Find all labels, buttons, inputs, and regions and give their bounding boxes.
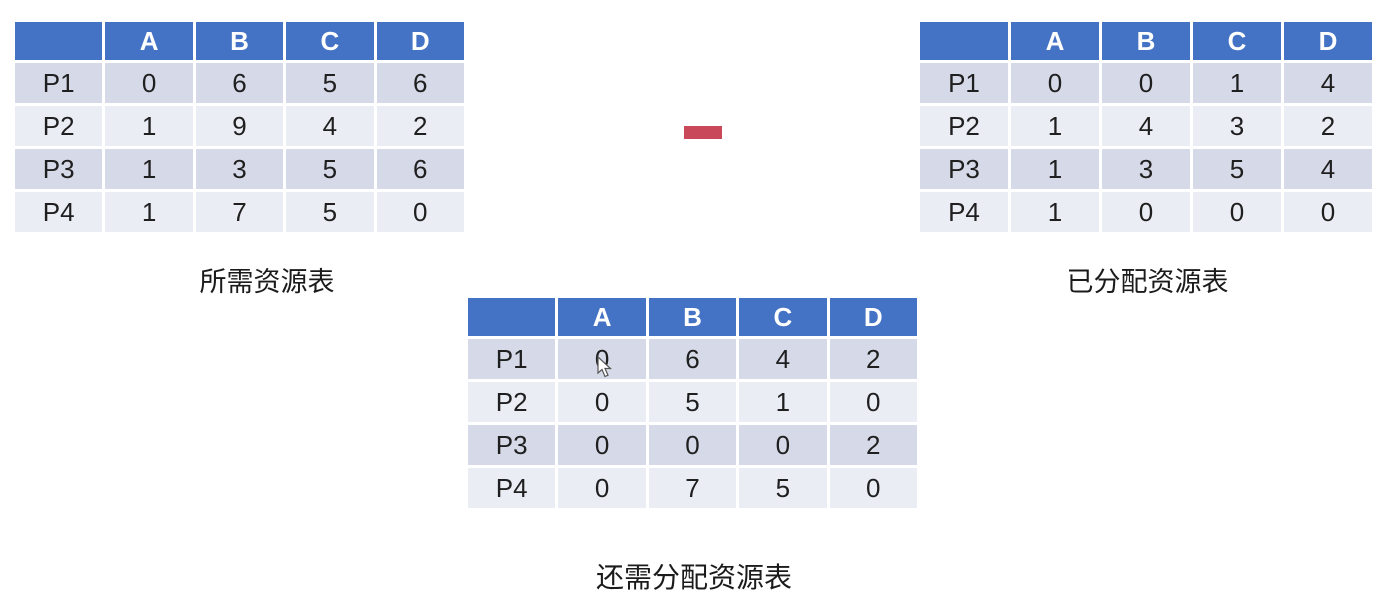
value-cell: 0 — [558, 425, 646, 465]
value-cell: 0 — [739, 425, 827, 465]
value-cell: 1 — [739, 382, 827, 422]
value-cell: 3 — [1193, 106, 1281, 146]
value-cell: 5 — [1193, 149, 1281, 189]
column-header-d: D — [829, 298, 917, 336]
row-label: P2 — [920, 106, 1008, 146]
row-label: P3 — [920, 149, 1008, 189]
value-cell: 0 — [829, 468, 917, 508]
column-header-b: B — [195, 22, 284, 60]
value-cell: 2 — [829, 339, 917, 379]
row-label: P2 — [15, 106, 103, 146]
value-cell: 5 — [739, 468, 827, 508]
value-cell: 0 — [558, 382, 646, 422]
value-cell: 1 — [105, 149, 193, 189]
row-label: P4 — [468, 468, 556, 508]
value-cell: 5 — [286, 149, 374, 189]
row-label: P1 — [920, 63, 1008, 103]
column-header-a: A — [558, 298, 646, 336]
mouse-cursor-icon — [597, 356, 612, 378]
value-cell: 6 — [376, 149, 464, 189]
column-header-a: A — [1011, 22, 1099, 60]
value-cell: 4 — [286, 106, 374, 146]
row-label: P2 — [468, 382, 556, 422]
allocated-table-caption: 已分配资源表 — [1066, 267, 1229, 297]
value-cell: 0 — [648, 425, 737, 465]
row-label: P4 — [15, 192, 103, 232]
value-cell: 2 — [376, 106, 464, 146]
column-header-c: C — [739, 298, 827, 336]
minus-sign-icon — [684, 126, 722, 139]
value-cell: 0 — [1193, 192, 1281, 232]
value-cell: 0 — [376, 192, 464, 232]
value-cell: 0 — [1102, 192, 1190, 232]
value-cell: 6 — [376, 63, 464, 103]
column-header-c: C — [1193, 22, 1281, 60]
value-cell: 4 — [1102, 106, 1190, 146]
value-cell: 5 — [286, 63, 374, 103]
value-cell: 5 — [648, 382, 737, 422]
row-label: P3 — [468, 425, 556, 465]
value-cell: 6 — [648, 339, 737, 379]
value-cell: 0 — [1011, 63, 1099, 103]
required-table-caption: 所需资源表 — [199, 267, 335, 297]
value-cell: 1 — [105, 192, 193, 232]
value-cell: 1 — [1011, 149, 1099, 189]
column-header-b: B — [648, 298, 737, 336]
value-cell: 4 — [1284, 149, 1372, 189]
value-cell: 6 — [195, 63, 284, 103]
value-cell: 0 — [1284, 192, 1372, 232]
row-label: P1 — [468, 339, 556, 379]
value-cell: 0 — [829, 382, 917, 422]
column-header-a: A — [105, 22, 193, 60]
value-cell: 1 — [1011, 106, 1099, 146]
column-header-b: B — [1102, 22, 1190, 60]
value-cell: 2 — [1284, 106, 1372, 146]
value-cell: 2 — [829, 425, 917, 465]
value-cell: 5 — [286, 192, 374, 232]
corner-header-cell — [920, 22, 1008, 60]
value-cell: 0 — [1102, 63, 1190, 103]
value-cell: 3 — [1102, 149, 1190, 189]
column-header-d: D — [1284, 22, 1372, 60]
row-label: P4 — [920, 192, 1008, 232]
value-cell: 0 — [105, 63, 193, 103]
column-header-d: D — [376, 22, 464, 60]
value-cell: 4 — [1284, 63, 1372, 103]
value-cell: 7 — [195, 192, 284, 232]
value-cell: 1 — [105, 106, 193, 146]
value-cell: 1 — [1011, 192, 1099, 232]
value-cell: 3 — [195, 149, 284, 189]
row-label: P1 — [15, 63, 103, 103]
column-header-c: C — [286, 22, 374, 60]
row-label: P3 — [15, 149, 103, 189]
value-cell: 4 — [739, 339, 827, 379]
value-cell: 0 — [558, 468, 646, 508]
corner-header-cell — [15, 22, 103, 60]
value-cell: 1 — [1193, 63, 1281, 103]
value-cell: 7 — [648, 468, 737, 508]
still-needed-table-caption: 还需分配资源表 — [595, 562, 792, 593]
value-cell: 9 — [195, 106, 284, 146]
corner-header-cell — [468, 298, 556, 336]
